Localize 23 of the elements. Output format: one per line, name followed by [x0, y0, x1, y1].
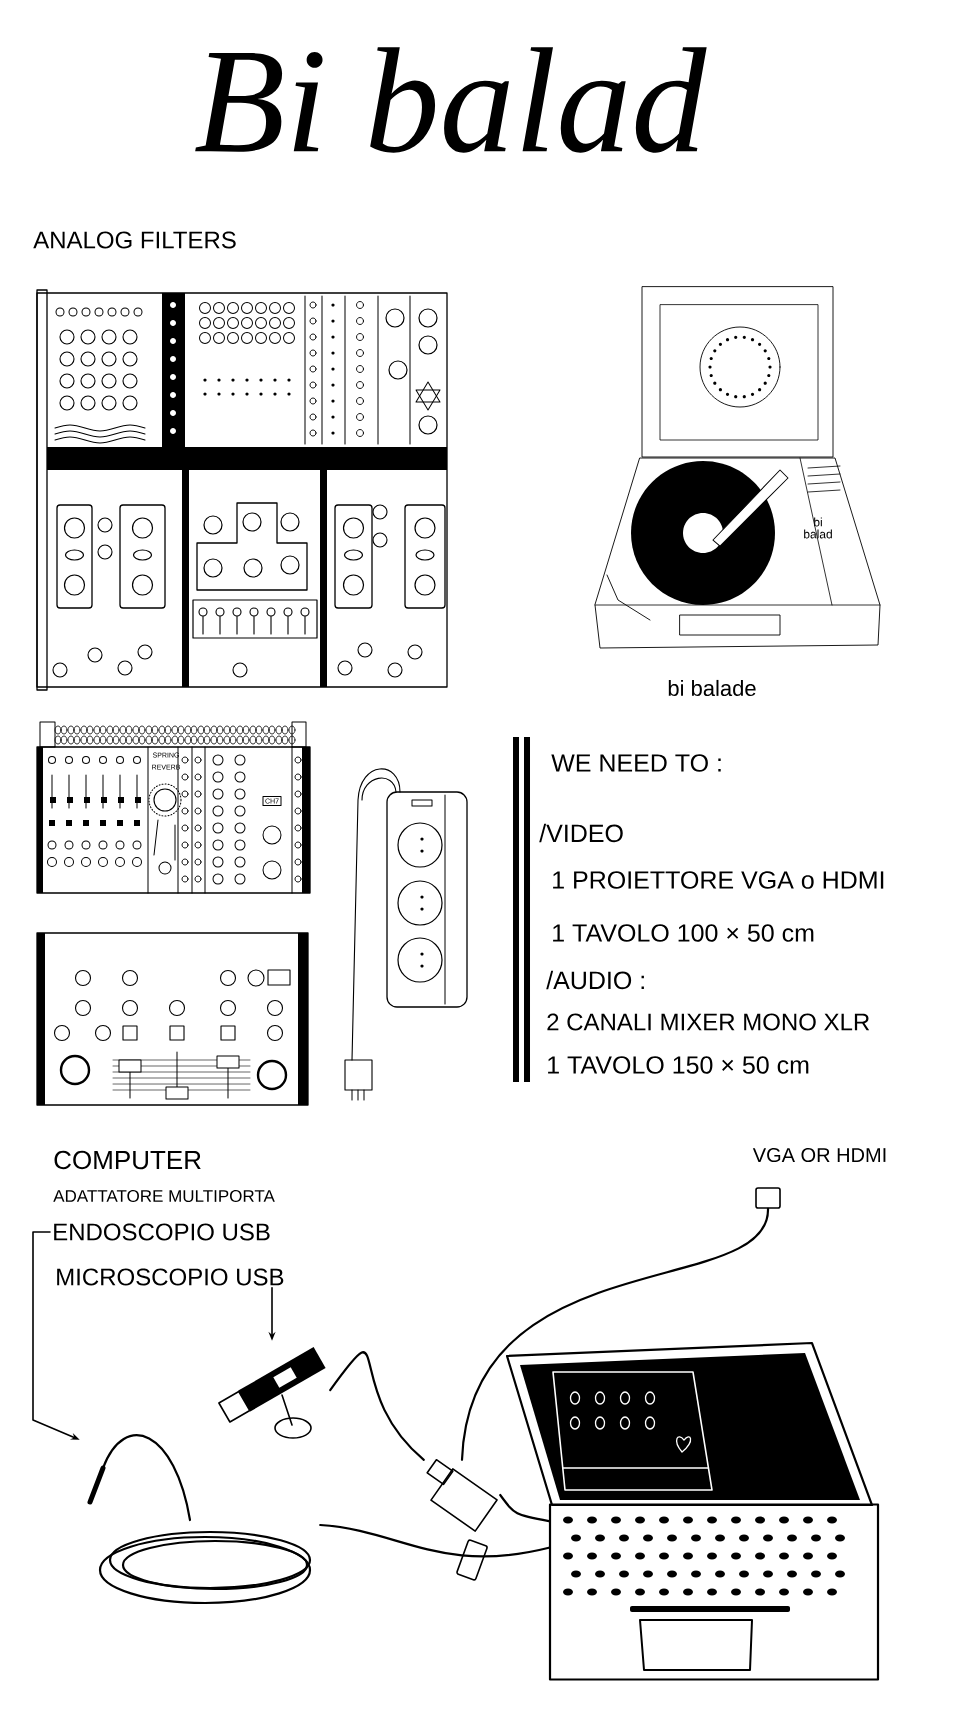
adapter-drawing — [426, 1458, 498, 1532]
laptop-drawing — [505, 1341, 880, 1681]
list-heading: WE NEED TO : — [551, 754, 721, 772]
connector-label: VGA OR HDMI — [752, 1147, 886, 1163]
list-item: 1 TAVOLO 100 × 50 cm — [553, 924, 814, 942]
panel-text: bi balad — [804, 517, 832, 539]
equipment-label: ADATTATORE MULTIPORTA — [53, 1190, 275, 1203]
caption: bi balade — [668, 679, 756, 697]
endoscope-drawing — [87, 1434, 312, 1605]
section-heading: ANALOG FILTERS — [33, 231, 236, 249]
title: Bi balad — [195, 47, 707, 153]
callout-text: MICROSCOPIO USB — [57, 1268, 284, 1286]
callout-text: ENDOSCOPIO USB — [54, 1223, 270, 1241]
microscope-drawing — [218, 1347, 326, 1439]
list-item: 1 PROIETTORE VGA o HDMI — [553, 871, 884, 889]
list-heading: /AUDIO : — [546, 970, 644, 990]
list-heading: /VIDEO — [539, 823, 623, 843]
equipment-label: COMPUTER — [54, 1150, 201, 1170]
list-item: 1 TAVOLO 150 × 50 cm — [548, 1056, 809, 1074]
cable — [460, 1207, 770, 1461]
list-item: 2 CANALI MIXER MONO XLR — [547, 1013, 870, 1031]
cable — [499, 1493, 550, 1523]
cable — [319, 1523, 550, 1558]
